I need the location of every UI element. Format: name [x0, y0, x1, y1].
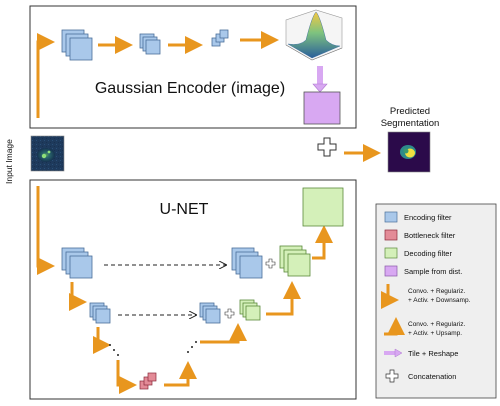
upsample-arrow-2: [200, 323, 247, 344]
predicted-segmentation-image: [387, 131, 431, 173]
unet-encoder-level-2: [89, 302, 111, 324]
bottleneck-filter-swatch: [384, 229, 398, 241]
final-decoded-block: [302, 187, 344, 227]
concatenation-legend-icon: [385, 369, 399, 383]
unet-decoder-level-2: [199, 299, 261, 324]
unet-panel: U-NET: [29, 179, 357, 400]
unet-input-arrow: [36, 186, 55, 275]
encoder-title: Gaussian Encoder (image): [95, 80, 285, 97]
legend-downsample-line2: + Activ. + Downsamp.: [408, 297, 471, 304]
legend-upsample-line2: + Activ. + Upsamp.: [408, 330, 462, 337]
legend: Encoding filter Bottleneck filter Decodi…: [375, 203, 497, 399]
downsample-arrow-3: [116, 360, 137, 394]
legend-decoding-label: Decoding filter: [404, 249, 452, 258]
encoder-panel: Gaussian Encoder (image): [29, 5, 357, 129]
encoder-filter-stack-1: [61, 29, 93, 61]
upsample-arrow-final: [312, 225, 333, 260]
downsample-legend-arrow-icon: [381, 284, 399, 309]
encoder-filter-stack-3: [211, 29, 229, 47]
bottleneck-filter-stack: [139, 372, 157, 390]
legend-upsample-line1: Convo. + Regulariz.: [408, 321, 465, 328]
encoder-filter-stack-2: [139, 33, 161, 55]
legend-concat-label: Concatenation: [408, 372, 456, 381]
encoder-input-arrow: [36, 33, 55, 118]
output-label-line1: Predicted: [390, 106, 430, 117]
encoding-filter-swatch: [384, 211, 398, 223]
legend-sample-label: Sample from dist.: [404, 267, 462, 276]
unet-encoder-level-1: [61, 247, 93, 279]
gaussian-surface-plot: [285, 9, 343, 61]
encoder-ellipsis: [109, 344, 119, 356]
unet-title: U-NET: [160, 201, 209, 218]
downsample-arrow-2: [93, 327, 111, 354]
legend-encoding-label: Encoding filter: [404, 213, 452, 222]
upsample-arrow-1: [164, 361, 197, 387]
output-label-line2: Segmentation: [381, 118, 440, 129]
legend-bottleneck-label: Bottleneck filter: [404, 231, 456, 240]
decoding-filter-swatch: [384, 247, 398, 259]
unet-decoder-level-1: [231, 245, 311, 279]
input-label: Input Image: [4, 139, 14, 184]
concatenation-plus-icon: [317, 137, 337, 157]
input-image: [30, 135, 65, 172]
legend-tile-label: Tile + Reshape: [408, 349, 458, 358]
legend-downsample-line1: Convo. + Regulariz.: [408, 288, 465, 295]
downsample-arrow-1: [69, 282, 87, 311]
upsample-legend-arrow-icon: [384, 317, 405, 336]
sample-swatch: [384, 265, 398, 277]
decoder-ellipsis: [187, 341, 197, 353]
sample-block: [303, 91, 341, 125]
upsample-arrow-3: [266, 281, 301, 316]
